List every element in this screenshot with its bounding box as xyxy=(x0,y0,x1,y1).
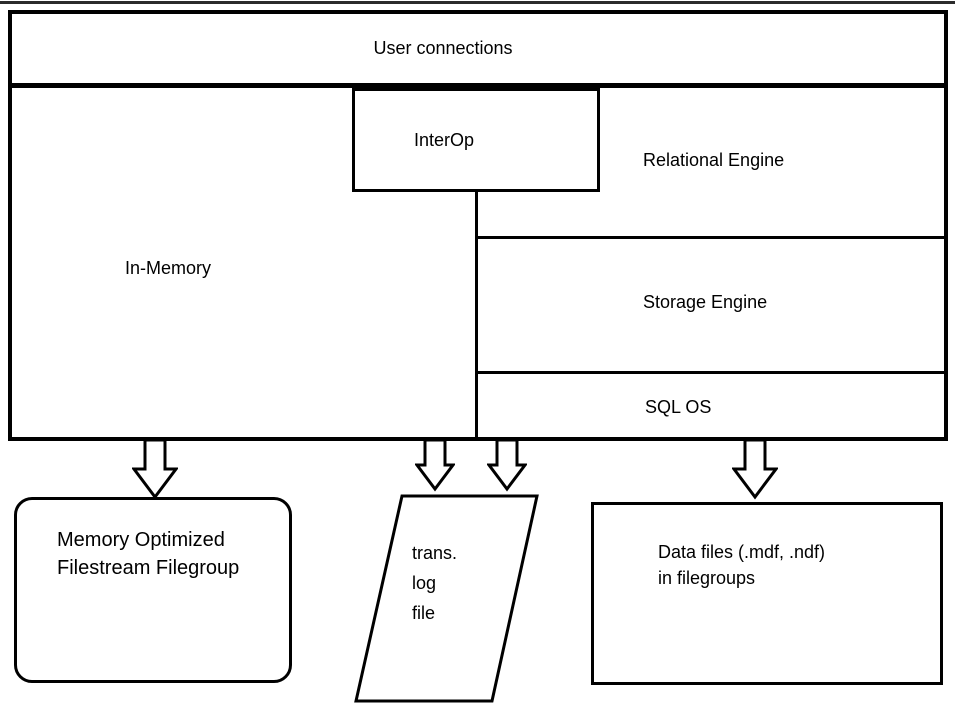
trans-log-parallelogram xyxy=(354,494,539,703)
user-connections-label: User connections xyxy=(373,37,513,58)
relational-engine-label: Relational Engine xyxy=(643,150,785,170)
sql-os-label: SQL OS xyxy=(645,397,712,417)
user-connections-bar: User connections xyxy=(8,10,948,86)
interop-box: InterOp xyxy=(352,88,600,192)
sql-os-top-line xyxy=(477,371,944,374)
trans-log-line1: trans. xyxy=(412,543,458,563)
data-files-line1: Data files (.mdf, .ndf) xyxy=(658,542,826,562)
memory-optimized-line2: Filestream Filegroup xyxy=(57,557,240,579)
memory-optimized-filegroup-box: Memory Optimized Filestream Filegroup xyxy=(14,497,292,683)
engine-outer-box xyxy=(8,10,948,441)
memory-optimized-line1: Memory Optimized xyxy=(57,529,225,551)
down-arrow-icon xyxy=(132,438,178,500)
interop-label: InterOp xyxy=(413,129,475,150)
storage-engine-top-line xyxy=(477,236,944,239)
in-memory-label: In-Memory xyxy=(125,258,212,278)
trans-log-line2: log xyxy=(412,573,437,593)
top-edge-line xyxy=(0,1,955,4)
data-files-line2: in filegroups xyxy=(658,568,756,588)
down-arrow-icon xyxy=(487,438,527,492)
trans-log-label: trans. log file xyxy=(412,538,457,628)
data-files-box: Data files (.mdf, .ndf) in filegroups xyxy=(591,502,943,685)
user-connections-divider xyxy=(8,83,948,88)
storage-engine-label: Storage Engine xyxy=(643,292,768,312)
trans-log-line3: file xyxy=(412,603,436,623)
in-memory-engine-divider xyxy=(475,192,478,441)
down-arrow-icon xyxy=(415,438,455,492)
down-arrow-icon xyxy=(732,438,778,500)
